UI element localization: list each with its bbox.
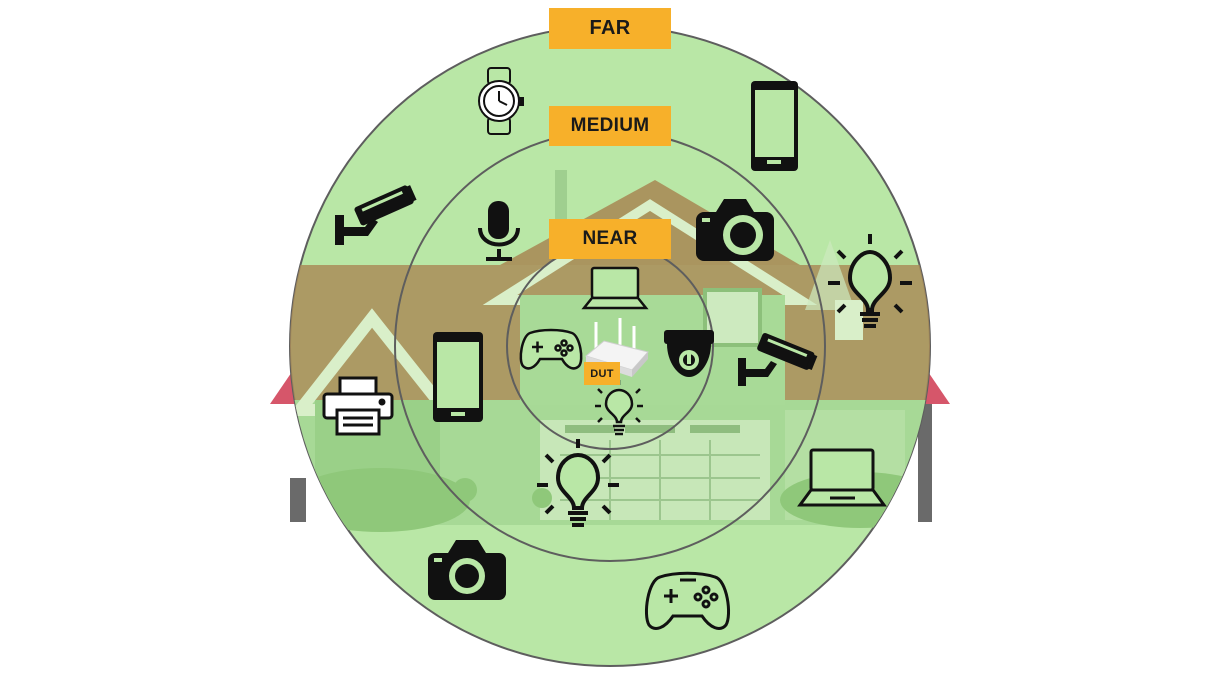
watch-icon xyxy=(478,67,524,135)
smartphone-icon xyxy=(433,332,483,422)
smartphone-icon xyxy=(751,81,798,171)
medium-zone-label: MEDIUM xyxy=(549,106,671,146)
security-camera-icon xyxy=(738,333,818,386)
light-bulb-icon xyxy=(537,439,619,527)
gamepad-icon xyxy=(645,571,730,630)
camera-icon xyxy=(428,540,506,600)
printer-icon xyxy=(322,376,394,436)
house-post-left xyxy=(290,478,306,522)
security-camera-icon xyxy=(335,185,417,245)
dome-camera-icon xyxy=(664,330,714,377)
laptop-icon xyxy=(797,448,887,507)
laptop-icon xyxy=(581,266,649,310)
house-post-right xyxy=(918,404,932,522)
light-bulb-icon xyxy=(595,380,643,436)
near-zone-label: NEAR xyxy=(549,219,671,259)
camera-icon xyxy=(696,199,774,261)
dut-label: DUT xyxy=(584,362,620,385)
light-bulb-icon xyxy=(828,234,912,328)
gamepad-icon xyxy=(519,328,583,370)
microphone-icon xyxy=(478,201,520,261)
far-zone-label: FAR xyxy=(549,8,671,49)
